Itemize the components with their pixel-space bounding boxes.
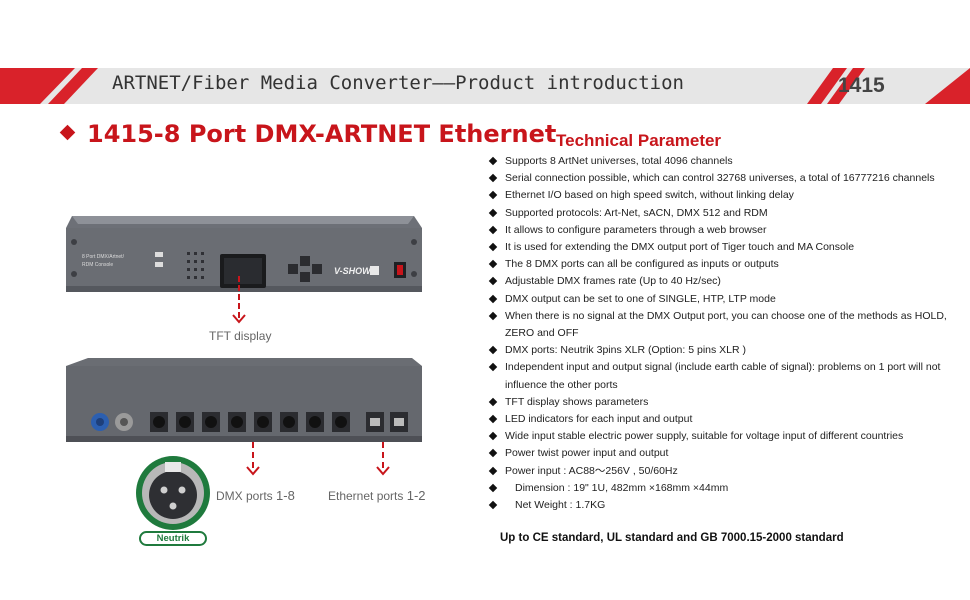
diamond-bullet-icon (488, 277, 498, 286)
diamond-bullet-icon (488, 311, 498, 321)
diamond-bullet-icon (488, 414, 498, 424)
ethernet-ports-callout: Ethernet ports 1-2 (328, 488, 426, 503)
rear-panel-image (66, 358, 422, 442)
diamond-bullet-icon (488, 483, 498, 493)
model-number: 1415 (838, 74, 885, 97)
list-item: Serial connection possible, which can co… (488, 170, 958, 187)
diamond-bullet-icon (488, 208, 498, 217)
dmx-callout-range: 1-8 (276, 488, 295, 503)
tft-display-callout: TFT display (209, 329, 272, 343)
diamond-bullet-icon (488, 449, 498, 458)
diamond-bullet-icon (488, 225, 498, 235)
list-item: LED indicators for each input and output (488, 411, 958, 428)
list-item: It is used for extending the DMX output … (488, 239, 958, 256)
diamond-bullet-icon (488, 294, 498, 303)
diamond-bullet-icon (488, 500, 498, 510)
tech-parameter-list: Supports 8 ArtNet universes, total 4096 … (488, 153, 958, 514)
front-label-line1: 8 Port DMX/Artnet/ (82, 254, 125, 260)
list-item: It allows to configure parameters throug… (488, 222, 958, 239)
list-item: DMX ports: Neutrik 3pins XLR (Option: 5 … (488, 342, 958, 359)
standards-note: Up to CE standard, UL standard and GB 70… (500, 532, 844, 544)
front-panel-image: 8 Port DMX/Artnet/ RDM Console V-SHOW (66, 216, 422, 292)
list-item: Power twist power input and output (488, 445, 958, 462)
eth-callout-prefix: Ethernet ports (328, 489, 407, 503)
diamond-bullet-icon (488, 191, 498, 200)
neutrik-connector-image (136, 456, 210, 546)
diamond-bullet-icon (488, 156, 498, 166)
eth-callout-range: 1-2 (406, 488, 426, 503)
tech-parameter-title: Technical Parameter (556, 131, 722, 150)
list-item: DMX output can be set to one of SINGLE, … (488, 291, 958, 308)
diamond-bullet-icon (488, 363, 498, 372)
eth-callout-arrow-icon (376, 466, 390, 476)
banner-band (0, 68, 970, 104)
diamond-bullet-icon (488, 466, 498, 475)
diamond-bullet-icon (59, 124, 76, 141)
list-item: Wide input stable electric power supply,… (488, 428, 958, 445)
list-item: Adjustable DMX frames rate (Up to 40 Hz/… (488, 273, 958, 290)
diamond-bullet-icon (488, 345, 498, 355)
list-item: Ethernet I/O based on high speed switch,… (488, 187, 958, 204)
list-item: Supported protocols: Art-Net, sACN, DMX … (488, 205, 958, 222)
tft-callout-arrow-icon (232, 314, 246, 324)
eth-callout-line (382, 442, 384, 468)
list-item: Independent input and output signal (inc… (488, 359, 958, 393)
list-item: The 8 DMX ports can all be configured as… (488, 256, 958, 273)
banner-title: ARTNET/Fiber Media Converter——Product in… (112, 72, 684, 94)
list-item: Dimension : 19" 1U, 482mm ×168mm ×44mm (488, 480, 958, 497)
product-heading: 1415-8 Port DMX-ARTNET Ethernet (59, 120, 557, 148)
dmx-callout-prefix: DMX ports (216, 489, 277, 503)
product-heading-text: 1415-8 Port DMX-ARTNET Ethernet (87, 120, 557, 148)
brand-logo: V-SHOW (334, 266, 372, 276)
list-item: Net Weight : 1.7KG (488, 497, 958, 514)
list-item: Supports 8 ArtNet universes, total 4096 … (488, 153, 958, 170)
banner-red-stripe-left (0, 68, 98, 104)
diamond-bullet-icon (488, 259, 498, 269)
header-banner: ARTNET/Fiber Media Converter——Product in… (0, 68, 970, 104)
neutrik-label: Neutrik (156, 533, 190, 544)
list-item: TFT display shows parameters (488, 394, 958, 411)
banner-red-stripe-right (807, 68, 970, 104)
dmx-ports-callout: DMX ports 1-8 (216, 488, 295, 503)
front-label-line2: RDM Console (82, 262, 113, 268)
diamond-bullet-icon (488, 397, 498, 407)
dmx-callout-line (252, 442, 254, 468)
diamond-bullet-icon (488, 242, 498, 252)
diamond-bullet-icon (488, 432, 498, 441)
tft-callout-line (238, 276, 240, 318)
list-item: When there is no signal at the DMX Outpu… (488, 308, 958, 342)
dmx-callout-arrow-icon (246, 466, 260, 476)
diamond-bullet-icon (488, 173, 498, 183)
list-item: Power input : AC88～256V , 50/60Hz (488, 463, 958, 480)
